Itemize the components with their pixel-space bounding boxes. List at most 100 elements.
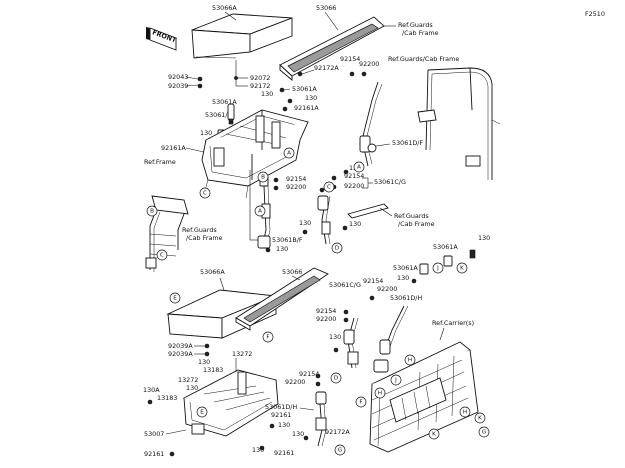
label-130-3: 130 bbox=[200, 129, 212, 137]
seat-frame-bottom bbox=[182, 369, 279, 437]
callout-letter-f: F bbox=[359, 399, 362, 405]
callout-circle-j bbox=[432, 262, 444, 274]
label-92161A-2: 92161A bbox=[161, 144, 186, 152]
callout-circle-g bbox=[478, 426, 490, 438]
callout-letter-h: H bbox=[408, 357, 412, 363]
cab-frame-left bbox=[145, 195, 189, 272]
label-92200-top: 92200 bbox=[359, 60, 379, 68]
callout-circle-k bbox=[428, 428, 440, 440]
callout-circle-a bbox=[283, 147, 295, 159]
label-53061B-F: 53061B/F bbox=[272, 236, 303, 244]
callout-letter-k: K bbox=[460, 265, 464, 271]
carrier-bed bbox=[369, 341, 479, 453]
label-92200-lr: 92200 bbox=[377, 285, 397, 293]
label-53066A-bottom: 53066A bbox=[200, 268, 225, 276]
label-130-b2: 130 bbox=[186, 384, 198, 392]
label-92072: 92072 bbox=[250, 74, 270, 82]
label-92161: 92161 bbox=[144, 450, 164, 458]
callout-circle-b bbox=[146, 205, 158, 217]
callout-letter-k: K bbox=[432, 431, 436, 437]
callout-circle-b bbox=[257, 171, 269, 183]
label-92154-b: 92154 bbox=[316, 307, 336, 315]
label-130-b3: 130 bbox=[278, 421, 290, 429]
callout-letter-b: B bbox=[261, 174, 265, 180]
callout-letter-b: B bbox=[150, 208, 154, 214]
callout-circle-c bbox=[323, 181, 335, 193]
label-92154-lr: 92154 bbox=[363, 277, 383, 285]
seat-back-bottom bbox=[235, 267, 329, 331]
label-130-r2: 130 bbox=[397, 274, 409, 282]
label-92172: 92172 bbox=[250, 82, 270, 90]
callout-circle-h bbox=[459, 406, 471, 418]
guard-bar-mid bbox=[347, 203, 389, 219]
label-13183-1: 13183 bbox=[203, 366, 223, 374]
label-92039: 92039 bbox=[168, 82, 188, 90]
label-130-6: 130 bbox=[299, 219, 311, 227]
label-92039A-2: 92039A bbox=[168, 350, 193, 358]
label-92200-mid: 92200 bbox=[286, 183, 306, 191]
label-130A: 130A bbox=[143, 386, 160, 394]
label-53061D-H2: 53061D/H bbox=[265, 403, 297, 411]
label-130-b1: 130 bbox=[198, 358, 210, 366]
callout-circle-g bbox=[334, 444, 346, 456]
seatbelt-center-mid bbox=[317, 187, 331, 245]
label-92200-c: 92200 bbox=[285, 378, 305, 386]
callout-circle-a bbox=[254, 205, 266, 217]
ref-guards-mid-2: /Cab Frame bbox=[398, 220, 435, 228]
seatbelt-bottom-center bbox=[343, 317, 359, 369]
ref-guards-left-2: /Cab Frame bbox=[186, 234, 223, 242]
label-53061D-F: 53061D/F bbox=[392, 139, 423, 147]
label-130-b4: 130 bbox=[292, 430, 304, 438]
callout-circle-c bbox=[156, 249, 168, 261]
label-130-2: 130 bbox=[305, 94, 317, 102]
callout-circle-h bbox=[374, 387, 386, 399]
callout-letter-j: J bbox=[436, 265, 439, 271]
label-130-7: 130 bbox=[276, 245, 288, 253]
ref-guards-top-2: /Cab Frame bbox=[402, 29, 439, 37]
seat-frame-top bbox=[201, 109, 310, 199]
callout-circle-d bbox=[330, 372, 342, 384]
callout-letter-g: G bbox=[338, 447, 342, 453]
callout-circle-d bbox=[331, 242, 343, 254]
ref-guards-top-1: Ref.Guards bbox=[398, 21, 433, 29]
callout-letter-c: C bbox=[160, 252, 164, 258]
label-130-b-mid: 130 bbox=[329, 333, 341, 341]
callout-letter-c: C bbox=[203, 190, 207, 196]
callout-circle-e bbox=[196, 406, 208, 418]
label-92154-top: 92154 bbox=[340, 55, 360, 63]
ref-carrier: Ref.Carrier(s) bbox=[432, 319, 474, 327]
seat-cushion-top bbox=[191, 13, 293, 59]
callout-letter-h: H bbox=[378, 390, 382, 396]
figure-code: F2510 bbox=[585, 10, 605, 18]
ref-guards-right: Ref.Guards/Cab Frame bbox=[388, 55, 459, 63]
label-130-5: 130 bbox=[349, 220, 361, 228]
label-92172A-top: 92172A bbox=[314, 64, 339, 72]
label-13272-2: 13272 bbox=[178, 376, 198, 384]
callout-letter-d: D bbox=[334, 375, 338, 381]
cab-frame-top-right bbox=[417, 67, 501, 180]
label-ref-frame: Ref.Frame bbox=[144, 158, 176, 166]
ref-guards-left-1: Ref.Guards bbox=[182, 226, 217, 234]
callout-letter-a: A bbox=[287, 150, 291, 156]
callout-letter-h: H bbox=[463, 409, 467, 415]
callout-letter-j: J bbox=[394, 377, 397, 383]
label-53066A-top: 53066A bbox=[212, 4, 237, 12]
callout-circle-f bbox=[355, 396, 367, 408]
label-13272-1: 13272 bbox=[232, 350, 252, 358]
label-53061C-G2: 53061C/G bbox=[329, 281, 361, 289]
label-53061A-r2: 53061A bbox=[393, 264, 418, 272]
label-92200-mid2: 92200 bbox=[344, 182, 364, 190]
label-92161A-1: 92161A bbox=[294, 104, 319, 112]
callout-letter-e: E bbox=[200, 409, 204, 415]
seatbelt-retractor-top bbox=[359, 81, 383, 167]
label-53061E: 53061/E bbox=[205, 111, 232, 119]
callout-circle-j bbox=[390, 374, 402, 386]
callout-circle-a bbox=[353, 161, 365, 173]
callout-circle-h bbox=[404, 354, 416, 366]
label-53066-bottom: 53066 bbox=[282, 268, 302, 276]
seatbelt-bottom-right bbox=[373, 305, 409, 373]
label-53066-top: 53066 bbox=[316, 4, 336, 12]
